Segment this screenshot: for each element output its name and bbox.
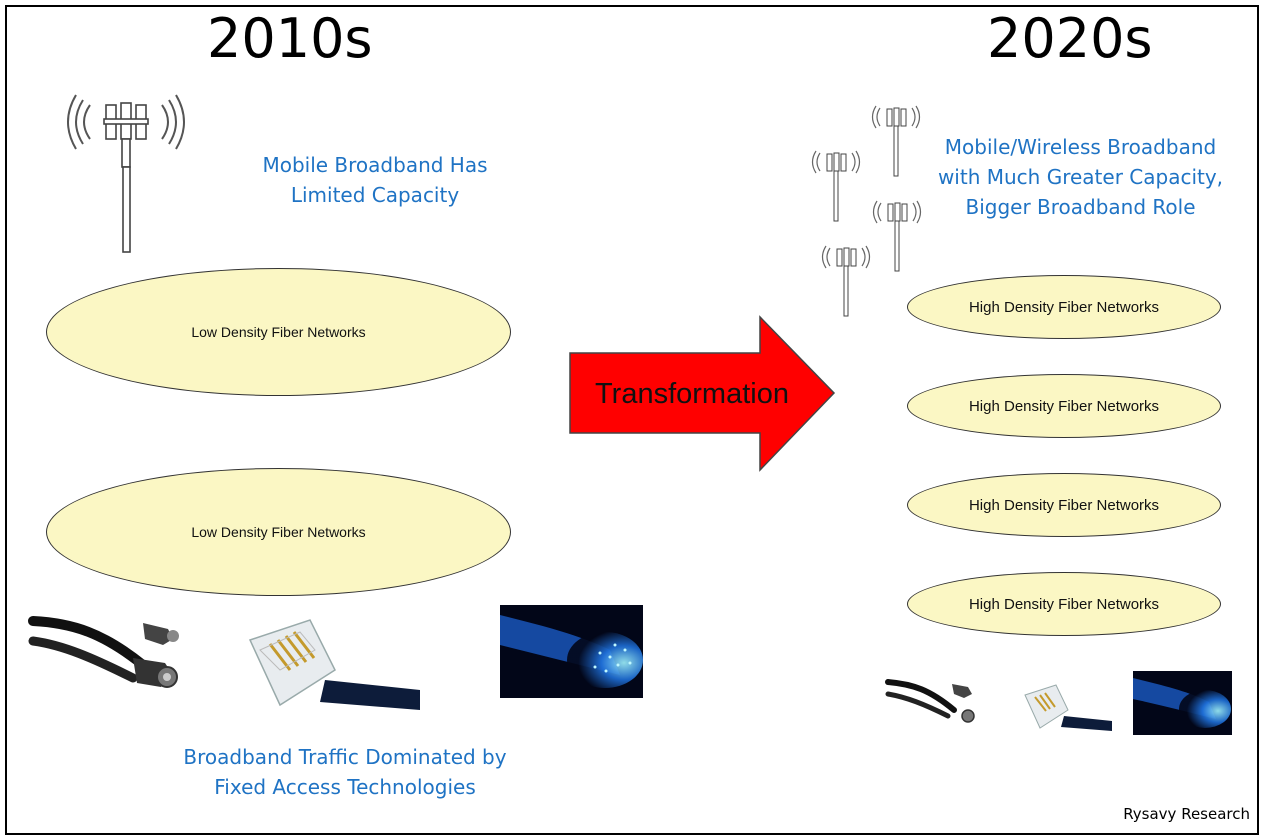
mobile-caption-line2: Limited Capacity — [290, 183, 460, 207]
ellipse-label: High Density Fiber Networks — [968, 496, 1160, 514]
fixed-caption-line2: Fixed Access Technologies — [214, 775, 476, 799]
low-density-ellipse-1: Low Density Fiber Networks — [46, 268, 511, 396]
mobile-caption-2020s: Mobile/Wireless Broadband with Much Grea… — [918, 132, 1243, 222]
mobile-caption-line1: Mobile/Wireless Broadband — [944, 135, 1217, 159]
mobile-caption-2010s: Mobile Broadband Has Limited Capacity — [210, 150, 540, 210]
small-cell-tower-icon — [872, 200, 922, 272]
ellipse-label: Low Density Fiber Networks — [191, 324, 366, 340]
small-cell-tower-icon — [811, 150, 861, 222]
mobile-caption-line2: with Much Greater Capacity, — [937, 165, 1224, 189]
phone-jack-icon — [1024, 684, 1112, 731]
title-2010s: 2010s — [207, 7, 373, 70]
high-density-ellipse-4: High Density Fiber Networks — [907, 572, 1221, 636]
small-cell-tower-icon — [821, 245, 871, 317]
small-cell-tower-icon — [871, 105, 921, 177]
ellipse-label: High Density Fiber Networks — [968, 397, 1160, 415]
fiber-optic-icon — [500, 605, 643, 698]
high-density-ellipse-1: High Density Fiber Networks — [907, 275, 1221, 339]
fiber-optic-icon — [1133, 671, 1232, 735]
high-density-ellipse-2: High Density Fiber Networks — [907, 374, 1221, 438]
arrow-label: Transformation — [595, 378, 789, 410]
credit-text: Rysavy Research — [1123, 805, 1250, 823]
ellipse-label: High Density Fiber Networks — [968, 298, 1160, 316]
fixed-caption-line1: Broadband Traffic Dominated by — [183, 745, 507, 769]
low-density-ellipse-2: Low Density Fiber Networks — [46, 468, 511, 596]
coax-cable-icon — [885, 679, 975, 723]
ellipse-label: Low Density Fiber Networks — [191, 524, 366, 540]
mobile-caption-line1: Mobile Broadband Has — [262, 153, 488, 177]
mobile-caption-line3: Bigger Broadband Role — [965, 195, 1196, 219]
transformation-arrow: Transformation — [569, 315, 836, 472]
title-2020s: 2020s — [987, 7, 1153, 70]
phone-jack-icon — [248, 619, 420, 710]
fixed-caption-2010s: Broadband Traffic Dominated by Fixed Acc… — [150, 742, 540, 802]
cell-tower-icon — [67, 94, 185, 253]
ellipse-label: High Density Fiber Networks — [968, 595, 1160, 613]
coax-cable-icon — [28, 616, 179, 688]
high-density-ellipse-3: High Density Fiber Networks — [907, 473, 1221, 537]
